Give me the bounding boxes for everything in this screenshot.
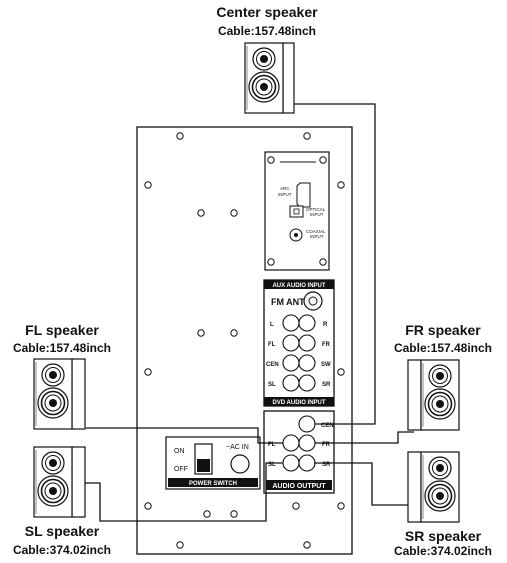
dvd-fr-label: FR	[322, 342, 331, 348]
out-sl-label: SL	[268, 462, 276, 468]
sr-speaker-cable: Cable:374.02inch	[394, 544, 492, 558]
digital-input-panel: ARC INPUT OPTICAL INPUT COAXIAL INPUT	[264, 151, 330, 271]
sl-cable	[84, 462, 283, 522]
power-on-label: ON	[174, 448, 185, 455]
fl-speaker-name: FL speaker	[25, 322, 99, 338]
center-speaker-name: Center speaker	[216, 4, 318, 20]
power-switch-panel: ON OFF ~AC IN POWER SWITCH	[165, 436, 261, 490]
aux-r-label: R	[323, 322, 328, 328]
aux-l-jack[interactable]	[282, 314, 300, 332]
sr-cable	[314, 462, 414, 506]
dvd-sl-jack[interactable]	[282, 374, 300, 392]
dvd-sr-jack[interactable]	[298, 374, 316, 392]
out-fr-jack[interactable]	[298, 434, 316, 452]
out-sl-jack[interactable]	[282, 454, 300, 472]
fr-cable	[315, 431, 414, 444]
arc-input-port[interactable]	[296, 182, 311, 208]
sl-speaker	[33, 446, 86, 518]
arc-label-1: ARC	[280, 186, 290, 191]
aux-audio-input-panel: AUX AUDIO INPUT FM ANT L R FL FR CEN SW …	[263, 279, 335, 407]
dvd-fl-label: FL	[268, 342, 276, 348]
sl-speaker-name: SL speaker	[25, 523, 100, 539]
dvd-audio-input-label: DVD AUDIO INPUT	[272, 400, 325, 406]
center-cable	[294, 103, 376, 425]
dvd-sw-label: SW	[321, 362, 331, 368]
ac-in-socket[interactable]	[230, 454, 250, 474]
dvd-fl-jack[interactable]	[282, 334, 300, 352]
aux-l-label: L	[270, 322, 274, 328]
fl-speaker	[33, 358, 86, 430]
fr-speaker-cable: Cable:157.48inch	[394, 341, 492, 355]
dvd-cen-label: CEN	[266, 362, 279, 368]
fm-ant-label: FM ANT	[271, 297, 305, 307]
fr-speaker-name: FR speaker	[405, 322, 481, 338]
aux-r-jack[interactable]	[298, 314, 316, 332]
dvd-sr-label: SR	[322, 382, 331, 388]
ac-in-label: ~AC IN	[226, 444, 249, 451]
coaxial-label-1: COAXIAL	[306, 229, 326, 234]
out-cen-jack[interactable]	[298, 415, 316, 433]
sl-speaker-cable: Cable:374.02inch	[13, 543, 111, 557]
out-cen-label: CEN	[321, 423, 334, 429]
audio-output-panel: CEN FL FR SL SR AUDIO OUTPUT	[263, 410, 335, 494]
fl-cable	[86, 427, 283, 444]
out-fr-label: FR	[322, 442, 331, 448]
out-sr-label: SR	[322, 462, 331, 468]
sr-speaker-name: SR speaker	[405, 528, 482, 544]
audio-output-label: AUDIO OUTPUT	[272, 483, 326, 490]
dvd-cen-jack[interactable]	[282, 354, 300, 372]
optical-label-2: INPUT	[310, 212, 324, 217]
out-fl-label: FL	[268, 442, 276, 448]
speaker-cables	[84, 103, 414, 522]
center-speaker	[244, 42, 295, 114]
power-switch-label: POWER SWITCH	[189, 481, 237, 487]
arc-label-2: INPUT	[278, 192, 292, 197]
fl-speaker-cable: Cable:157.48inch	[13, 341, 111, 355]
sr-speaker	[407, 451, 460, 523]
out-fl-jack[interactable]	[282, 434, 300, 452]
out-sr-jack[interactable]	[298, 454, 316, 472]
fr-speaker	[407, 359, 460, 431]
aux-jack-grid	[282, 314, 316, 392]
optical-label-1: OPTICAL	[306, 207, 326, 212]
power-off-label: OFF	[174, 466, 188, 473]
dvd-fr-jack[interactable]	[298, 334, 316, 352]
dvd-sl-label: SL	[268, 382, 276, 388]
coaxial-label-2: INPUT	[310, 234, 324, 239]
dvd-sw-jack[interactable]	[298, 354, 316, 372]
center-speaker-cable: Cable:157.48inch	[218, 24, 316, 38]
aux-audio-input-label: AUX AUDIO INPUT	[272, 283, 325, 289]
